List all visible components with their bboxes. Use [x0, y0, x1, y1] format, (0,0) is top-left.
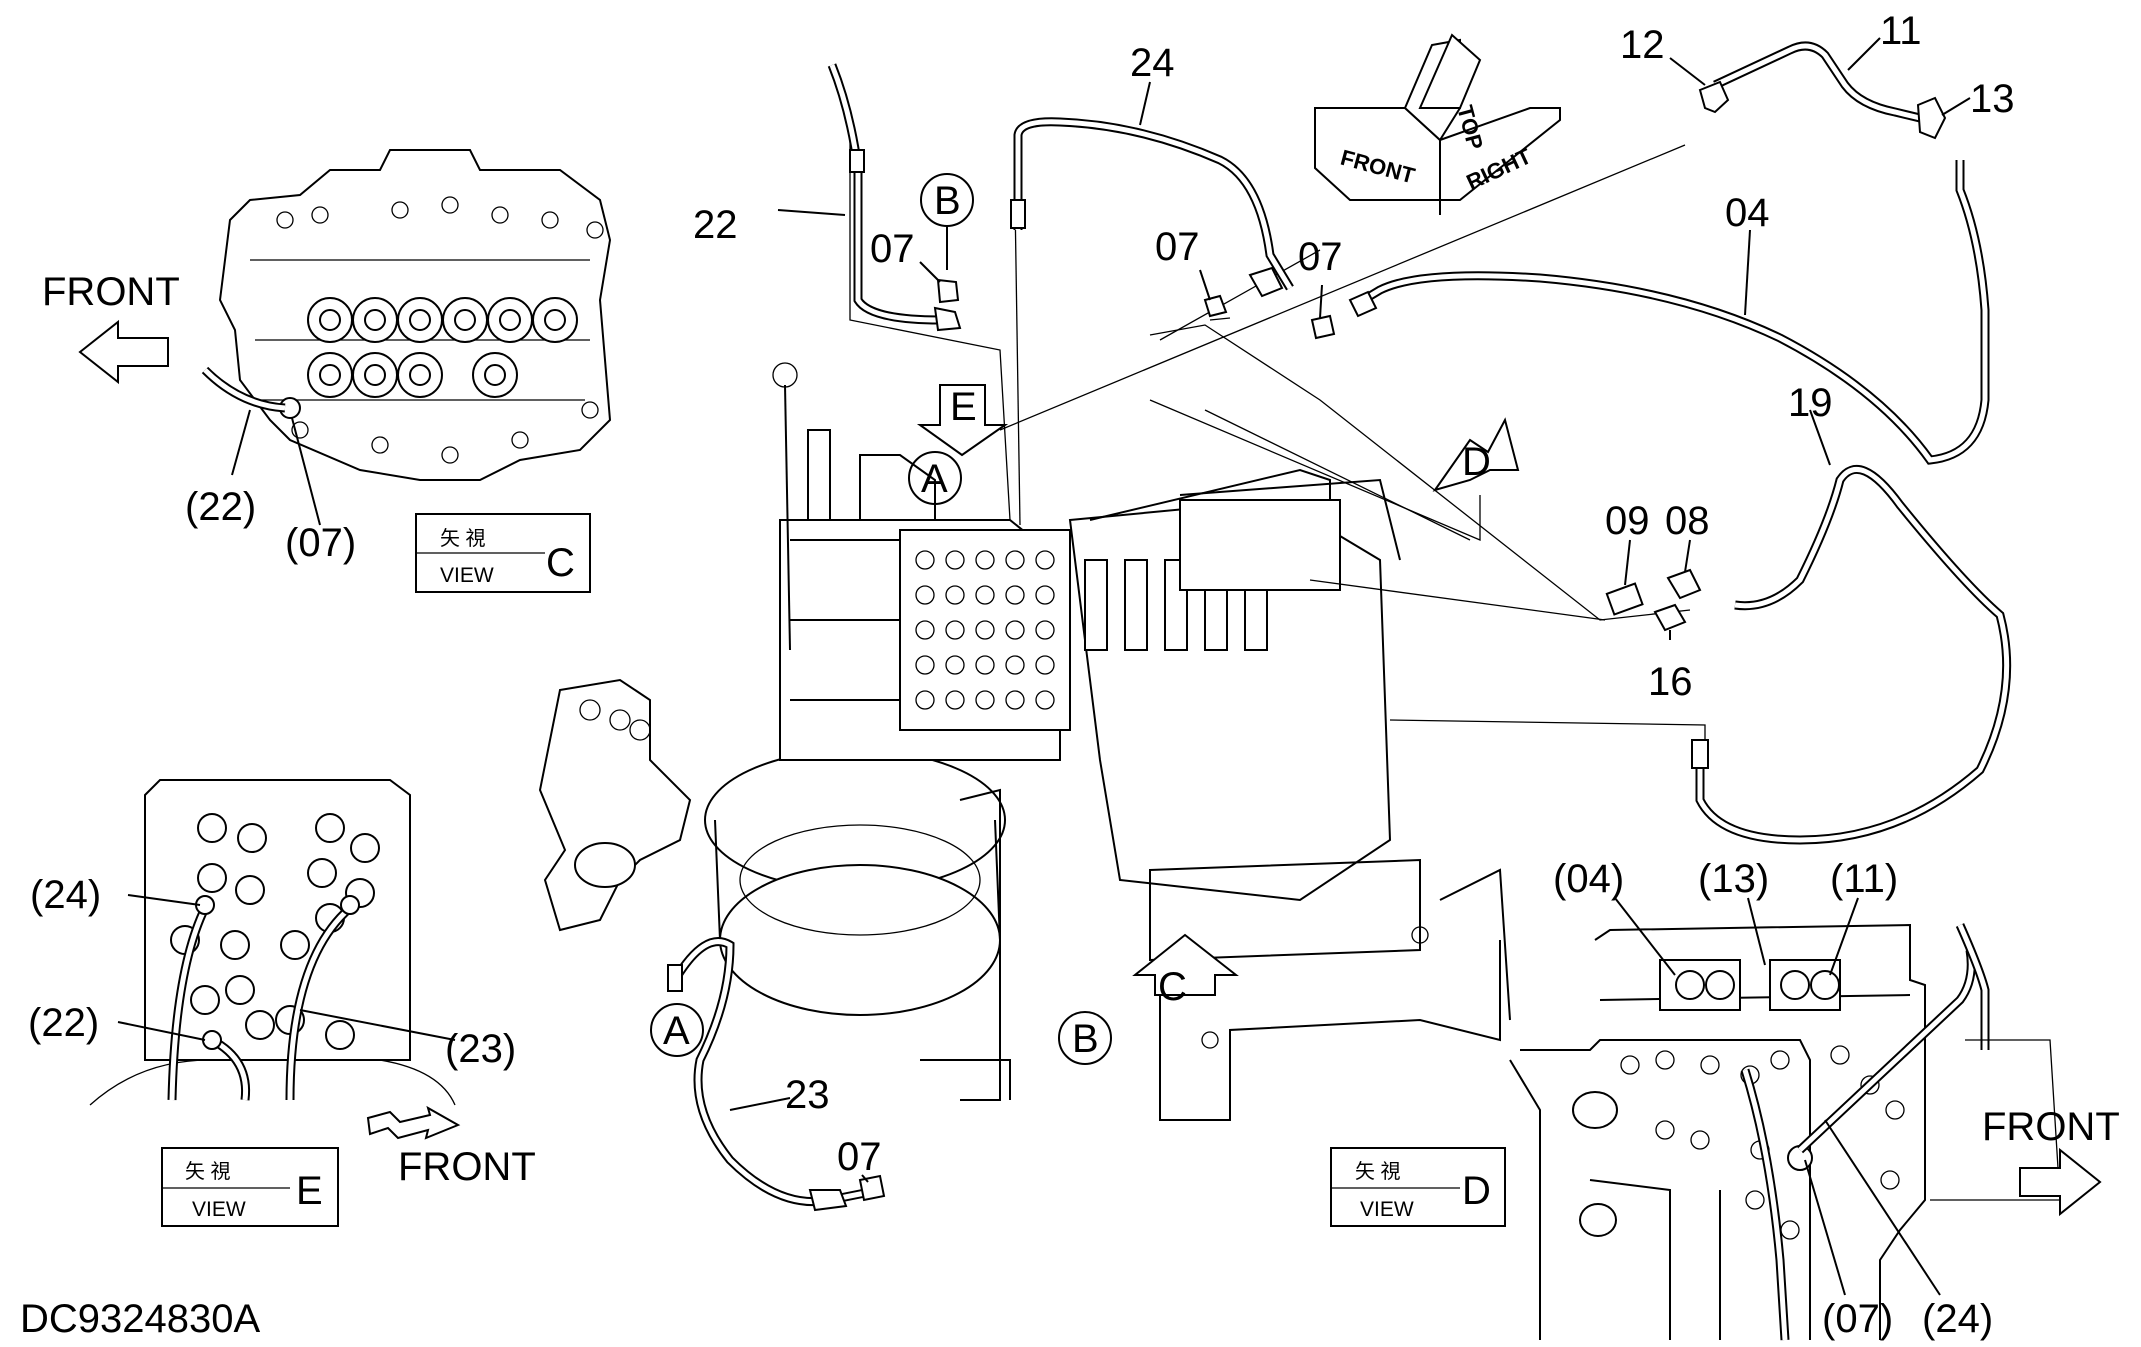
label-part-19: 19 [1788, 381, 1833, 425]
hose-04 [1348, 160, 1990, 465]
view-d-ref-04: (04) [1553, 857, 1624, 901]
fitting-12 [1698, 80, 1730, 114]
fitting-07-bottom [858, 1174, 886, 1202]
arrow-c-letter: C [1158, 965, 1187, 1009]
marker-b-top: B [920, 173, 974, 270]
front-arrow-left: FRONT [42, 270, 180, 385]
view-box-c: 矢 視 VIEW C [415, 513, 591, 593]
label-part-13: 13 [1970, 77, 2015, 121]
label-part-09: 09 [1605, 499, 1650, 543]
main-assembly [538, 362, 1511, 1121]
front-arrow-right: FRONT [1982, 1105, 2120, 1217]
view-box-e-jp: 矢 視 [185, 1160, 231, 1183]
view-box-c-en: VIEW [440, 564, 494, 587]
label-part-22: 22 [693, 203, 738, 247]
view-d-ref-07: (07) [1822, 1297, 1893, 1341]
fitting-07-mid2 [1310, 314, 1336, 340]
arrow-d-letter: D [1462, 440, 1491, 484]
fitting-07-mid1 [1203, 294, 1228, 318]
arrow-c: C [1132, 933, 1239, 1009]
view-c-illustration [201, 149, 612, 481]
fitting-09 [1605, 582, 1644, 616]
view-e-illustration [89, 779, 456, 1106]
view-box-d-letter: D [1462, 1169, 1491, 1213]
view-c-ref-22: (22) [185, 485, 256, 529]
hose-11 [1713, 41, 1922, 123]
view-e-front-label: FRONT [398, 1145, 536, 1189]
fitting-08 [1666, 568, 1702, 600]
front-arrow-view-e: FRONT [366, 1105, 536, 1189]
marker-b-top-letter: B [934, 179, 961, 223]
orientation-cube: FRONT TOP RIGHT [1314, 33, 1561, 215]
marker-b-bottom-letter: B [1072, 1017, 1099, 1061]
view-box-e-en: VIEW [192, 1198, 246, 1221]
reference-lines [849, 135, 1706, 740]
view-d-illustration [1509, 923, 2061, 1341]
label-part-08: 08 [1665, 499, 1710, 543]
view-d-ref-11: (11) [1830, 857, 1898, 901]
view-box-d: 矢 視 VIEW D [1330, 1147, 1506, 1227]
view-c-front-label: FRONT [42, 270, 180, 314]
fitting-07-b [936, 278, 960, 304]
hose-23 [667, 937, 881, 1212]
view-d-front-label: FRONT [1982, 1105, 2120, 1149]
label-part-24: 24 [1130, 41, 1175, 85]
arrow-e: E [916, 384, 1009, 457]
view-e-ref-24: (24) [30, 873, 101, 917]
label-part-07-bottom: 07 [837, 1135, 882, 1179]
hose-22 [827, 63, 962, 332]
view-box-c-letter: C [546, 541, 575, 585]
label-part-07-mid2: 07 [1298, 235, 1343, 279]
view-box-e: 矢 視 VIEW E [161, 1147, 339, 1227]
arrow-d: D [1432, 417, 1520, 492]
view-box-d-jp: 矢 視 [1355, 1160, 1401, 1183]
view-c-ref-07: (07) [285, 521, 356, 565]
arrow-e-letter: E [950, 385, 977, 429]
view-d-ref-24: (24) [1922, 1297, 1993, 1341]
hose-19 [1691, 465, 2012, 845]
marker-a-bottom-letter: A [663, 1009, 690, 1053]
label-part-23: 23 [785, 1073, 830, 1117]
marker-a-top-letter: A [921, 457, 948, 501]
label-part-16: 16 [1648, 660, 1693, 704]
view-e-ref-23: (23) [445, 1027, 516, 1071]
label-part-11: 11 [1880, 9, 1922, 53]
fitting-16 [1653, 603, 1687, 632]
view-d-ref-13: (13) [1698, 857, 1769, 901]
fitting-13 [1916, 96, 1947, 140]
marker-a-bottom: A [650, 1003, 704, 1057]
view-box-c-jp: 矢 視 [440, 527, 486, 550]
marker-a-top: A [908, 451, 962, 505]
label-part-07-mid1: 07 [1155, 225, 1200, 269]
marker-b-bottom: B [1058, 1011, 1112, 1065]
label-part-04: 04 [1725, 191, 1770, 235]
hose-24 [1010, 117, 1294, 298]
drawing-id: DC9324830A [20, 1297, 260, 1341]
label-part-07-b: 07 [870, 227, 915, 271]
view-box-e-letter: E [296, 1169, 323, 1213]
label-part-12: 12 [1620, 23, 1665, 67]
view-e-ref-22: (22) [28, 1001, 99, 1045]
view-box-d-en: VIEW [1360, 1198, 1414, 1221]
